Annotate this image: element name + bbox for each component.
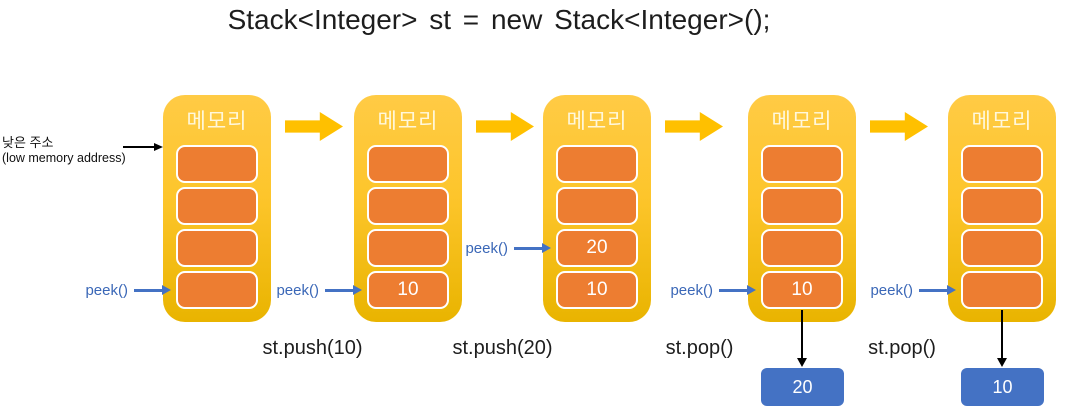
memory-slot [761,229,843,267]
peek-arrow-icon [325,285,362,295]
peek-label: peek() [85,281,128,299]
peek-annotation: peek() [870,281,956,299]
pop-arrow-line [801,310,803,358]
peek-label: peek() [276,281,319,299]
peek-annotation: peek() [670,281,756,299]
memory-slot [176,145,258,183]
operation-label: st.push(20) [452,337,553,359]
peek-annotation: peek() [276,281,362,299]
flow-arrow-icon [870,112,928,141]
memory-slot [556,187,638,225]
peek-arrow-line [719,288,747,292]
peek-arrow-head [353,285,362,295]
flow-arrow-icon [285,112,343,141]
memory-slot [961,229,1043,267]
peek-label: peek() [870,281,913,299]
peek-label: peek() [670,281,713,299]
memory-slot [961,145,1043,183]
memory-slot: 20 [556,229,638,267]
peek-arrow-icon [514,243,551,253]
memory-slot [761,145,843,183]
memory-slot [176,187,258,225]
memory-stack-label: 메모리 [971,110,1033,133]
peek-arrow-head [162,285,171,295]
pop-arrow-icon [996,310,1008,367]
memory-slot [367,187,449,225]
memory-slot: 10 [761,271,843,309]
memory-stack-initial: 메모리 [163,95,271,322]
memory-slot [176,229,258,267]
memory-slot-value: 20 [586,237,608,258]
memory-slot [367,229,449,267]
popped-value-box: 10 [961,368,1044,406]
memory-stack-label: 메모리 [566,110,628,133]
popped-value: 20 [792,376,813,397]
memory-stack-after-push-10: 메모리 10 [354,95,462,322]
pop-arrow-head [997,358,1007,367]
memory-stack-after-pop-20: 메모리 10 [748,95,856,322]
low-address-arrow-icon [123,143,163,151]
memory-slot [556,145,638,183]
memory-stack-label: 메모리 [186,110,248,133]
peek-arrow-line [134,288,162,292]
memory-slot: 10 [367,271,449,309]
pop-arrow-line [1001,310,1003,358]
memory-slot [176,271,258,309]
memory-stack-label: 메모리 [771,110,833,133]
memory-slot-value: 10 [397,279,419,300]
memory-stack-after-push-20: 메모리 20 10 [543,95,651,322]
operation-label: st.push(10) [262,337,363,359]
peek-arrow-icon [719,285,756,295]
low-address-label-korean: 낮은 주소 [2,135,54,150]
operation-label: st.pop() [665,337,734,359]
page-title: Stack<Integer> st = new Stack<Integer>()… [227,4,771,35]
memory-slot-value: 10 [586,279,608,300]
flow-arrow-icon [476,112,534,141]
pop-arrow-icon [796,310,808,367]
low-address-label-english: (low memory address) [2,151,126,166]
memory-slot: 10 [556,271,638,309]
peek-annotation: peek() [465,239,551,257]
peek-arrow-head [947,285,956,295]
memory-slot [761,187,843,225]
peek-arrow-icon [134,285,171,295]
memory-stack-label: 메모리 [377,110,439,133]
memory-slot [367,145,449,183]
peek-arrow-line [325,288,353,292]
peek-annotation: peek() [85,281,171,299]
flow-arrow-icon [665,112,723,141]
peek-arrow-line [919,288,947,292]
peek-label: peek() [465,239,508,257]
peek-arrow-head [542,243,551,253]
peek-arrow-head [747,285,756,295]
peek-arrow-line [514,246,542,250]
memory-slot [961,187,1043,225]
peek-arrow-icon [919,285,956,295]
low-address-label: 낮은 주소 (low memory address) [2,135,126,167]
memory-stack-after-pop-10: 메모리 [948,95,1056,322]
pop-arrow-head [797,358,807,367]
popped-value-box: 20 [761,368,844,406]
operation-label: st.pop() [868,337,936,359]
memory-slot [961,271,1043,309]
popped-value: 10 [992,376,1013,397]
memory-slot-value: 10 [791,279,813,300]
